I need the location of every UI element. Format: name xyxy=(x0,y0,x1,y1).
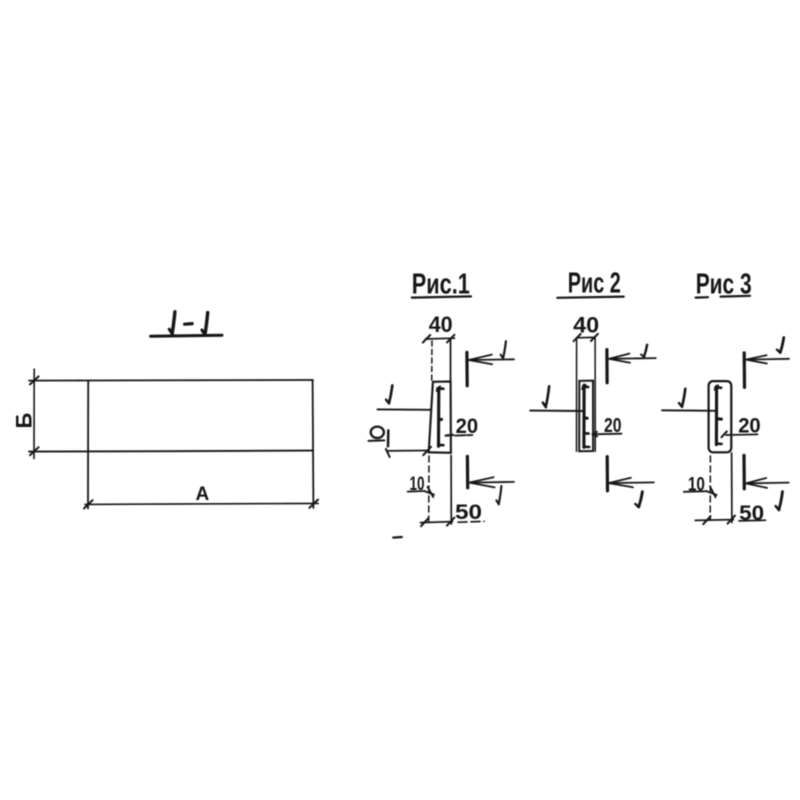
svg-text:Рис 2: Рис 2 xyxy=(568,266,621,299)
svg-text:20: 20 xyxy=(604,415,622,437)
svg-text:50: 50 xyxy=(455,501,482,524)
svg-text:10: 10 xyxy=(410,474,425,495)
svg-text:Рис 3: Рис 3 xyxy=(696,267,752,300)
svg-text:Рис.1: Рис.1 xyxy=(412,267,470,300)
svg-text:10: 10 xyxy=(688,475,705,496)
svg-text:20: 20 xyxy=(738,415,761,438)
svg-text:40: 40 xyxy=(429,312,453,337)
svg-text:Б: Б xyxy=(12,413,37,429)
svg-text:20: 20 xyxy=(456,415,479,438)
svg-text:А: А xyxy=(196,484,210,505)
svg-text:40: 40 xyxy=(573,313,599,338)
svg-text:50: 50 xyxy=(739,502,764,525)
